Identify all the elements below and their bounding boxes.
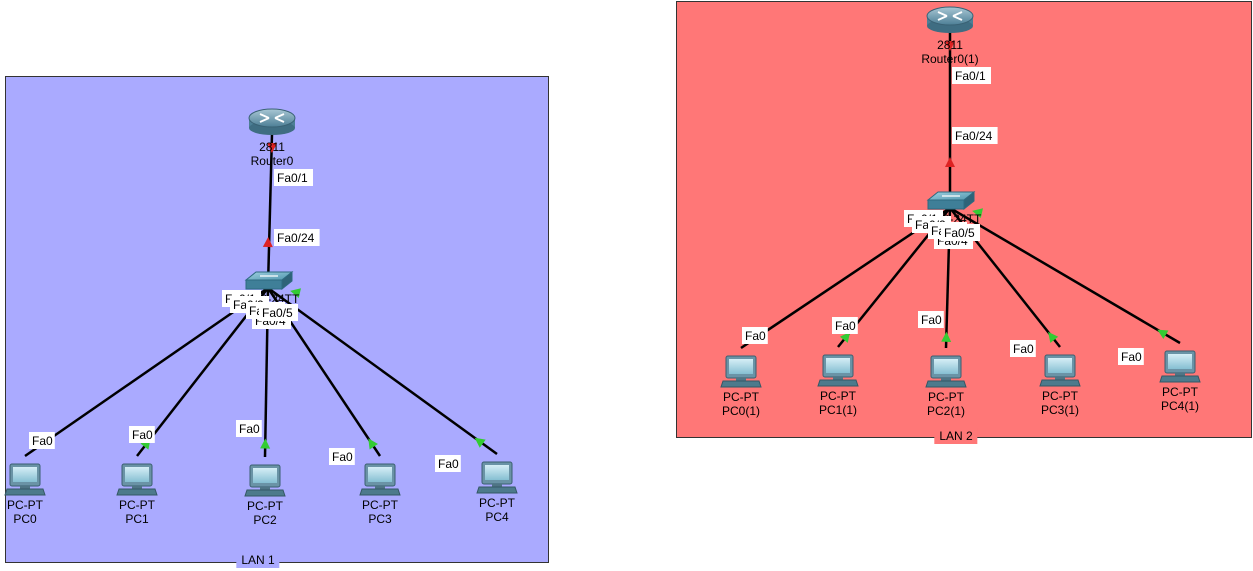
router-arrows-icon <box>259 113 285 123</box>
lan1-pc-port-label-0-bg <box>29 432 55 449</box>
lan2-pc-port-label-2-bg <box>918 311 944 328</box>
lan2-pc-icon-2[interactable] <box>925 355 967 388</box>
lan2-switch-port-label-4-bg <box>941 224 980 241</box>
lan1-pc-icon-0[interactable] <box>4 463 46 496</box>
lan1-pc-port-label-3-bg <box>329 448 355 465</box>
lan1-pc-model-0: PC-PT <box>7 498 44 512</box>
lan2-pc-port-label-1: Fa0 <box>835 319 856 333</box>
lan2-pc-link-light-2 <box>941 331 952 342</box>
lan1-pc-port-label-4-bg <box>435 455 461 472</box>
lan1-pc-name-1: PC1 <box>125 512 149 526</box>
lan1-pc-port-label-0: Fa0 <box>32 434 53 448</box>
lan2-pc-model-2: PC-PT <box>928 390 965 404</box>
lan1-switch-port-label-4-bg <box>259 304 298 321</box>
lan1-pc-cable-0[interactable] <box>24 286 269 458</box>
lan2-router-port-label-bg <box>952 67 991 84</box>
lan2-pc-name-0: PC0(1) <box>722 404 760 418</box>
lan2-zone-label: LAN 2 <box>934 428 978 444</box>
lan1-switch-port-label-4: Fa0/5 <box>262 306 293 320</box>
lan2-pc-port-label-3: Fa0 <box>1013 342 1034 356</box>
lan2-pc-port-label-0: Fa0 <box>745 329 766 343</box>
lan2-router-name: Router0(1) <box>921 52 978 66</box>
router-arrows-icon <box>937 11 963 21</box>
lan1-pc-name-4: PC4 <box>485 510 509 524</box>
lan1-pc-model-4: PC-PT <box>479 496 516 510</box>
lan1-zone-label: LAN 1 <box>236 552 280 568</box>
lan2-pc-link-light-4 <box>1157 329 1169 340</box>
lan1-pc-link-light-2 <box>260 438 271 449</box>
lan1-switch-icon[interactable] <box>244 270 294 291</box>
lan1-pc-cable-4[interactable] <box>267 286 498 456</box>
lan2-pc-link-light-3 <box>1048 331 1059 343</box>
lan1-pc-link-light-4 <box>474 437 486 448</box>
lan2-pc-port-label-1-bg <box>832 317 858 334</box>
lan2-pc-model-1: PC-PT <box>820 389 857 403</box>
lan2-router-port-label: Fa0/1 <box>955 69 986 83</box>
lan1-pc-port-label-1-bg <box>129 426 155 443</box>
lan2-pc-name-1: PC1(1) <box>819 403 857 417</box>
lan1-pc-name-3: PC3 <box>368 512 392 526</box>
lan1-pc-port-label-1: Fa0 <box>132 428 153 442</box>
lan2-pc-icon-1[interactable] <box>817 354 859 387</box>
lan1-pc-model-1: PC-PT <box>119 498 156 512</box>
lan2-router-model: 2811 <box>937 38 963 52</box>
lan1-pc-port-label-2-bg <box>236 420 262 437</box>
lan2-pc-model-4: PC-PT <box>1162 385 1199 399</box>
lan2-pc-icon-4[interactable] <box>1159 350 1201 383</box>
lan2-switch-uplink-light <box>945 157 955 167</box>
lan2-pc-port-label-4: Fa0 <box>1121 350 1142 364</box>
lan1-pc-name-2: PC2 <box>253 513 277 527</box>
lan1-pc-port-label-2: Fa0 <box>239 422 260 436</box>
lan1-switch-uplink-label: Fa0/24 <box>277 231 315 245</box>
lan1-pc-icon-4[interactable] <box>476 461 518 494</box>
lan2-pc-name-4: PC4(1) <box>1161 399 1199 413</box>
lan1-switch-uplink-light <box>262 237 273 248</box>
lan1-router-port-label-bg <box>274 169 313 186</box>
lan1-pc-port-label-4: Fa0 <box>438 457 459 471</box>
lan1-pc-name-0: PC0 <box>13 512 37 526</box>
lan1-pc-model-2: PC-PT <box>247 499 284 513</box>
lan1-router-icon[interactable] <box>248 108 296 135</box>
lan2-switch-icon[interactable] <box>926 190 976 211</box>
lan1-pc-link-light-3 <box>368 438 378 450</box>
lan2-switch-port-label-4: Fa0/5 <box>944 226 975 240</box>
lan2-pc-port-label-2: Fa0 <box>921 313 942 327</box>
lan2-pc-cable-4[interactable] <box>949 206 1181 345</box>
lan2-pc-name-2: PC2(1) <box>927 404 965 418</box>
lan2-pc-port-label-4-bg <box>1118 348 1144 365</box>
lan1-router-model: 2811 <box>259 140 285 154</box>
lan2-switch-uplink-label-bg <box>952 127 998 144</box>
lan1-uplink-cable[interactable] <box>266 133 274 287</box>
lan2-pc-port-label-0-bg <box>742 327 768 344</box>
lan2-pc-link-light-1 <box>839 331 851 343</box>
lan1-pc-icon-1[interactable] <box>116 463 158 496</box>
lan1-pc-icon-2[interactable] <box>244 464 286 497</box>
lan2-pc-name-3: PC3(1) <box>1041 403 1079 417</box>
lan1-pc-port-label-3: Fa0 <box>332 450 353 464</box>
lan2-router-icon[interactable] <box>926 6 974 33</box>
lan2-switch-port-light <box>972 208 983 218</box>
lan1-router-port-label: Fa0/1 <box>277 171 308 185</box>
lan2-pc-model-3: PC-PT <box>1042 389 1079 403</box>
lan1-pc-icon-3[interactable] <box>359 463 401 496</box>
lan2-pc-icon-3[interactable] <box>1039 354 1081 387</box>
lan2-pc-icon-0[interactable] <box>720 355 762 388</box>
lan1-switch-uplink-label-bg <box>274 229 320 246</box>
lan2-switch-uplink-label: Fa0/24 <box>955 129 993 143</box>
lan2-pc-port-label-3-bg <box>1010 340 1036 357</box>
lan2-pc-model-0: PC-PT <box>723 390 760 404</box>
lan1-pc-model-3: PC-PT <box>362 498 399 512</box>
lan1-router-name: Router0 <box>251 154 294 168</box>
lan1-switch-port-light <box>290 288 301 298</box>
lan1-router-link-light <box>267 142 278 153</box>
lan2-router-link-light <box>945 41 955 51</box>
